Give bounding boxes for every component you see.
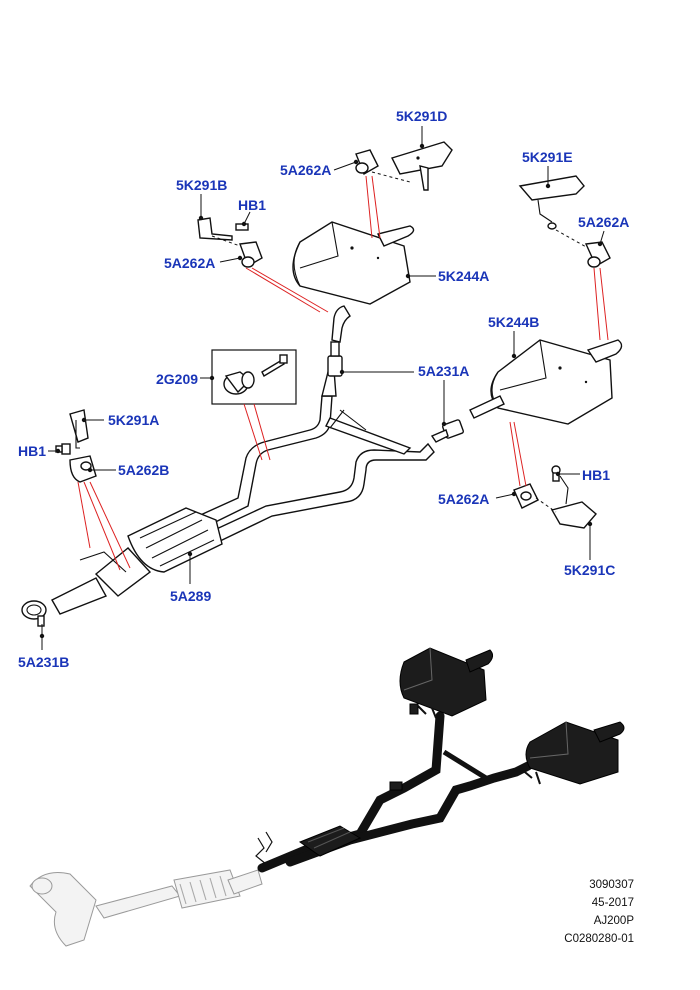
reference-line-4: C0280280-01 [564,933,634,945]
fixing-line-top [371,171,411,183]
cross-brace [325,409,412,455]
callout-HB1-right: HB1 [582,467,611,483]
callout-5A262A-left: 5A262A [164,255,216,271]
exhaust-exploded-view [21,126,623,650]
clamp-5A231B [21,600,47,627]
callout-5K291D: 5K291D [396,108,448,124]
clamp-5A231A-right [430,419,464,443]
callout-5K244A: 5K244A [438,268,490,284]
muffler-5K244A [292,221,415,305]
fixing-line-left [211,235,241,247]
reference-line-3: AJ200P [593,915,634,927]
callout-5A231A: 5A231A [418,363,470,379]
callout-5A262A-right: 5A262A [578,214,630,230]
bracket-5K291E [518,175,585,230]
callout-HB1-left: HB1 [18,443,47,459]
assembled-pipes [257,711,533,873]
assembled-hangers [255,703,419,865]
reference-block: 3090307 45-2017 AJ200P C0280280-01 [564,876,634,948]
callout-5K291E: 5K291E [522,149,573,165]
fixing-line-right [555,229,589,249]
callout-5A231B: 5A231B [18,654,70,670]
assembled-muffler-a [399,647,494,719]
callout-5K291B: 5K291B [176,177,228,193]
clamp-5A231A-upper [327,341,343,377]
insulator-5A262A-left [239,241,263,268]
reference-line-2: 45-2017 [591,897,634,909]
exhaust-assembled-view [29,647,625,947]
catalytic-converter-5A289 [51,507,223,615]
callout-5A262B: 5A262B [118,462,170,478]
insulator-5A262A-right [584,241,611,268]
red-fixing-lines [77,175,609,571]
insulator-2G209-box [211,349,297,405]
pipe-right-branch [208,442,435,543]
callout-5A262A-bottom: 5A262A [438,491,490,507]
front-pipe-ghost [29,869,263,947]
fixing-line-bottom [535,497,557,513]
assembled-muffler-b [519,721,625,785]
callout-5A289: 5A289 [170,588,212,604]
reference-line-1: 3090307 [589,879,634,891]
bracket-5K291A [69,409,89,449]
insulator-5A262B [69,455,97,483]
callout-leaders [39,126,605,650]
muffler-5K244B [469,339,623,425]
callout-5K244B: 5K244B [488,314,540,330]
callout-5A262A-top: 5A262A [280,162,332,178]
bracket-5K291C [550,475,597,529]
muffler-a-inlet [331,305,351,343]
bracket-5K291B [197,217,249,241]
callout-5K291A: 5K291A [108,412,160,428]
muffler-b-inlet [469,395,505,419]
callout-5K291C: 5K291C [564,562,616,578]
bracket-5K291D [391,141,453,191]
insulator-5A262A-top [355,149,379,176]
callout-HB1-top: HB1 [238,197,267,213]
callout-2G209: 2G209 [156,371,199,387]
insulator-5A262A-bottom [513,483,539,509]
